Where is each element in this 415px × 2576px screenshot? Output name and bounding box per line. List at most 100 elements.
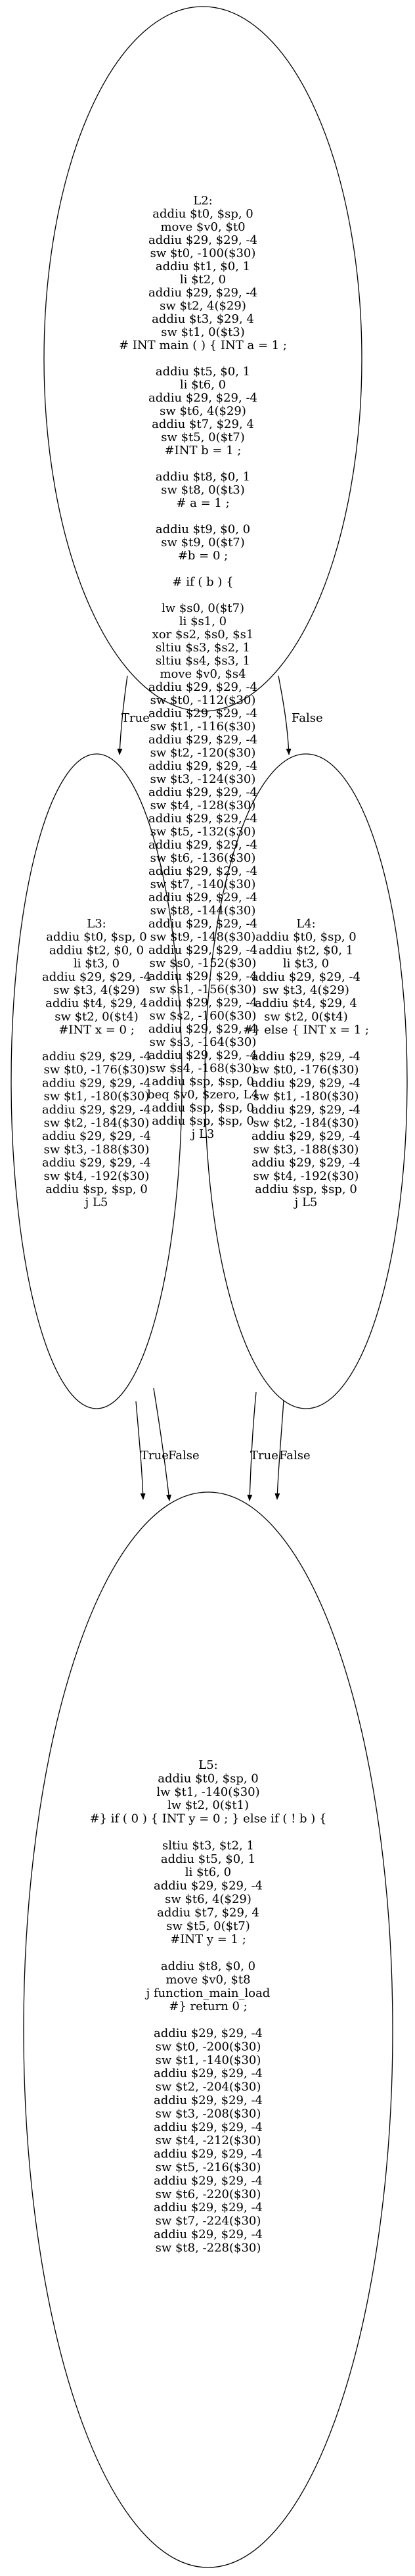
code-line: j L3 <box>190 1127 215 1141</box>
code-line: sw $t3, 4($29) <box>53 983 140 997</box>
code-line: sw $s3, -164($30) <box>150 1035 257 1049</box>
code-line: addiu $t7, $29, 4 <box>152 417 254 431</box>
code-line: addiu $sp, $sp, 0 <box>152 1114 254 1128</box>
code-line: sw $t8, 0($t3) <box>161 483 245 497</box>
edge-l4-l5-true: True <box>247 1392 278 1501</box>
code-line: addiu $29, $29, -4 <box>154 2094 263 2107</box>
code-line: addiu $t2, $0, 0 <box>49 943 144 957</box>
code-line: sw $t1, -180($30) <box>253 1090 359 1104</box>
code-line: addiu $29, $29, -4 <box>154 2147 263 2161</box>
code-line: addiu $29, $29, -4 <box>148 917 257 931</box>
edge-l3-l5-true-line <box>135 1401 146 1500</box>
code-line: sw $t5, 0($t7) <box>161 431 245 444</box>
code-line: j function_main_load <box>145 1986 271 2000</box>
code-line: addiu $t0, $sp, 0 <box>255 930 357 944</box>
code-line: L4: <box>296 917 315 931</box>
code-line: sw $t7, -140($30) <box>150 878 256 891</box>
code-line: sltiu $t3, $t2, 1 <box>162 1838 254 1852</box>
code-line: sw $t6, -136($30) <box>150 851 256 865</box>
code-line: addiu $29, $29, -4 <box>154 1879 263 1893</box>
node-l5-ellipse <box>23 1491 393 2568</box>
code-line: sw $s4, -168($30) <box>150 1062 257 1075</box>
code-line: addiu $29, $29, -4 <box>42 970 151 984</box>
code-line: sw $t2, -184($30) <box>44 1116 150 1130</box>
code-line: addiu $29, $29, -4 <box>148 733 257 747</box>
code-line: move $v0, $t0 <box>160 220 245 234</box>
code-line: L3: <box>87 917 106 931</box>
code-line: addiu $t8, $0, 0 <box>161 1959 255 1973</box>
node-l2-ellipse <box>43 6 362 712</box>
code-line: addiu $29, $29, -4 <box>148 812 257 826</box>
code-line: addiu $t9, $0, 0 <box>156 523 250 536</box>
edge-l3-l5-true-label: True <box>141 1449 169 1463</box>
code-line: lw $t2, 0($t1) <box>167 1798 249 1812</box>
code-line: move $v0, $s4 <box>160 667 246 681</box>
code-line: L5: <box>198 1758 217 1772</box>
code-line: sw $t2, 4($29) <box>160 299 246 313</box>
code-line: L2: <box>193 194 212 208</box>
code-line: # INT main ( ) { INT a = 1 ; <box>119 339 287 352</box>
code-line: addiu $29, $29, -4 <box>42 1076 151 1090</box>
code-line: sw $t0, -176($30) <box>44 1063 150 1077</box>
code-line: addiu $t8, $0, 1 <box>156 470 250 484</box>
edge-l3-l5-false: False <box>153 1388 200 1501</box>
edge-l4-l5-false: False <box>274 1399 311 1500</box>
edge-l2-l4-line <box>278 675 292 755</box>
edge-l2-l4: False <box>278 675 323 755</box>
code-line: addiu $t7, $29, 4 <box>157 1906 259 1919</box>
code-line: sw $t5, -132($30) <box>150 825 256 839</box>
edge-l4-l5-false-line <box>274 1399 284 1500</box>
edge-l4-l5-true-line <box>247 1392 257 1501</box>
code-line: sw $t2, -120($30) <box>150 746 256 760</box>
code-line: addiu $t0, $sp, 0 <box>152 207 253 221</box>
code-line: li $t3, 0 <box>283 957 329 971</box>
edge-l3-l5-false-line <box>153 1388 171 1501</box>
code-line: addiu $sp, $sp, 0 <box>255 1183 357 1196</box>
code-line: addiu $sp, $sp, 0 <box>152 1101 254 1115</box>
code-line: sw $t4, -192($30) <box>253 1169 359 1183</box>
code-line: sw $t6, 4($29) <box>165 1892 251 1906</box>
code-line: addiu $29, $29, -4 <box>251 1076 360 1090</box>
code-line: addiu $29, $29, -4 <box>148 838 257 852</box>
code-line: addiu $29, $29, -4 <box>251 1129 360 1143</box>
code-line: beq $v0, $zero, L4 <box>147 1088 259 1102</box>
edge-l3-l5-false-label: False <box>168 1449 200 1463</box>
code-line: addiu $29, $29, -4 <box>251 1156 360 1170</box>
code-line: #INT x = 0 ; <box>58 1023 135 1037</box>
code-line: addiu $29, $29, -4 <box>251 1103 360 1117</box>
code-line: addiu $29, $29, -4 <box>148 864 257 878</box>
code-line: addiu $t2, $0, 1 <box>259 943 353 957</box>
code-line: addiu $29, $29, -4 <box>148 286 257 300</box>
code-line: addiu $t0, $sp, 0 <box>158 1771 259 1785</box>
edge-l3-l5-true: True <box>135 1401 169 1500</box>
code-line: addiu $29, $29, -4 <box>154 2026 263 2040</box>
code-line: addiu $29, $29, -4 <box>148 943 257 957</box>
code-line: addiu $sp, $sp, 0 <box>152 1075 254 1089</box>
node-l4-ellipse <box>204 753 408 1409</box>
code-line: sw $t1, 0($t3) <box>161 325 245 339</box>
code-line: sw $t4, -212($30) <box>156 2134 261 2147</box>
code-line: sw $t5, 0($t7) <box>166 1919 250 1933</box>
code-line: #} if ( 0 ) { INT y = 0 ; } else if ( ! … <box>90 1812 327 1826</box>
code-line: addiu $29, $29, -4 <box>251 1050 360 1064</box>
code-line: sw $t6, -220($30) <box>156 2188 261 2201</box>
code-line: sw $t2, 0($t4) <box>264 1010 348 1023</box>
code-line: addiu $29, $29, -4 <box>42 1050 151 1064</box>
code-line: addiu $29, $29, -4 <box>148 996 257 1010</box>
code-line: addiu $t3, $29, 4 <box>152 312 254 326</box>
edge-l2-l4-label: False <box>292 711 323 725</box>
code-line: addiu $29, $29, -4 <box>148 891 257 904</box>
code-line: li $t3, 0 <box>74 957 120 971</box>
code-line: addiu $t0, $sp, 0 <box>46 930 147 944</box>
code-line: li $t2, 0 <box>180 273 226 287</box>
code-line: sw $t2, 0($t4) <box>55 1010 139 1023</box>
code-line: addiu $29, $29, -4 <box>154 2174 263 2188</box>
code-line: sw $t0, -100($30) <box>150 246 256 260</box>
code-line: addiu $29, $29, -4 <box>148 707 257 720</box>
code-line: sw $t3, 4($29) <box>263 983 349 997</box>
code-line: sw $t2, -184($30) <box>253 1116 359 1130</box>
